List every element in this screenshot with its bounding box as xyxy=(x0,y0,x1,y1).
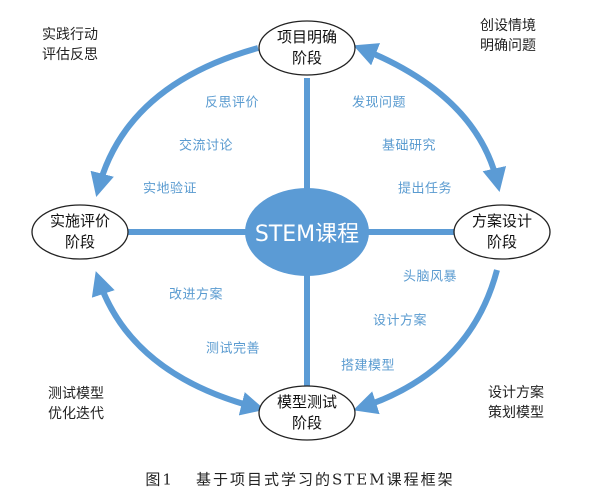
corner-bottom-right-line-2: 策划模型 xyxy=(488,405,544,421)
quad-top-left-item-3: 实地验证 xyxy=(142,181,198,197)
corner-bottom-left: 测试模型 优化迭代 xyxy=(48,384,104,424)
quad-top-right-item-1: 发现问题 xyxy=(351,95,407,111)
quad-bottom-right-item-1: 头脑风暴 xyxy=(402,269,458,285)
corner-top-left-line-1: 实践行动 xyxy=(42,27,98,43)
quad-top-right-item-3: 提出任务 xyxy=(397,181,453,197)
node-bottom-line-1: 模型测试 xyxy=(276,393,338,411)
corner-bottom-left-line-1: 测试模型 xyxy=(48,386,104,402)
node-bottom-label: 模型测试 阶段 xyxy=(277,392,337,434)
node-right-line-1: 方案设计 xyxy=(471,212,533,230)
quad-bottom-left-item-1: 改进方案 xyxy=(168,287,224,303)
arrow-bottom-to-left xyxy=(91,271,265,416)
corner-top-right: 创设情境 明确问题 xyxy=(480,16,536,56)
node-left-line-1: 实施评价 xyxy=(49,212,111,230)
quad-bottom-right-item-2: 设计方案 xyxy=(372,313,428,329)
center-label: STEM课程 xyxy=(254,222,360,247)
quad-bottom-right-item-3: 搭建模型 xyxy=(340,358,396,374)
arrow-right-to-bottom xyxy=(353,269,500,415)
corner-bottom-right: 设计方案 策划模型 xyxy=(488,383,544,423)
corner-bottom-left-line-2: 优化迭代 xyxy=(48,406,104,422)
node-top-label: 项目明确 阶段 xyxy=(277,27,337,69)
corner-bottom-right-line-1: 设计方案 xyxy=(488,385,544,401)
node-top-ellipse xyxy=(258,20,356,76)
node-top-line-2: 阶段 xyxy=(291,49,323,67)
arrow-left-to-top xyxy=(90,45,259,197)
node-top-line-1: 项目明确 xyxy=(276,28,338,46)
center-ellipse xyxy=(245,188,369,276)
node-bottom-ellipse xyxy=(258,385,356,441)
node-left-label: 实施评价 阶段 xyxy=(50,211,110,253)
node-right-label: 方案设计 阶段 xyxy=(472,211,532,253)
corner-top-left: 实践行动 评估反思 xyxy=(42,25,98,65)
quad-top-right-item-2: 基础研究 xyxy=(381,138,437,154)
figure-caption: 图1 基于项目式学习的STEM课程框架 xyxy=(145,469,454,490)
arrow-top-to-right xyxy=(353,43,507,193)
corner-top-right-line-1: 创设情境 xyxy=(480,18,536,34)
quad-bottom-left-item-2: 测试完善 xyxy=(205,341,261,357)
corner-top-left-line-2: 评估反思 xyxy=(42,47,98,63)
figure-title: 基于项目式学习的STEM课程框架 xyxy=(195,470,455,489)
corner-top-right-line-2: 明确问题 xyxy=(480,38,536,54)
figure-number: 图1 xyxy=(145,470,174,489)
quad-top-left-item-2: 交流讨论 xyxy=(178,138,234,154)
node-bottom-line-2: 阶段 xyxy=(291,414,323,432)
node-right-ellipse xyxy=(453,204,551,260)
node-right-line-2: 阶段 xyxy=(486,233,518,251)
node-left-ellipse xyxy=(31,204,129,260)
quad-top-left-item-1: 反思评价 xyxy=(204,95,260,111)
node-left-line-2: 阶段 xyxy=(64,233,96,251)
